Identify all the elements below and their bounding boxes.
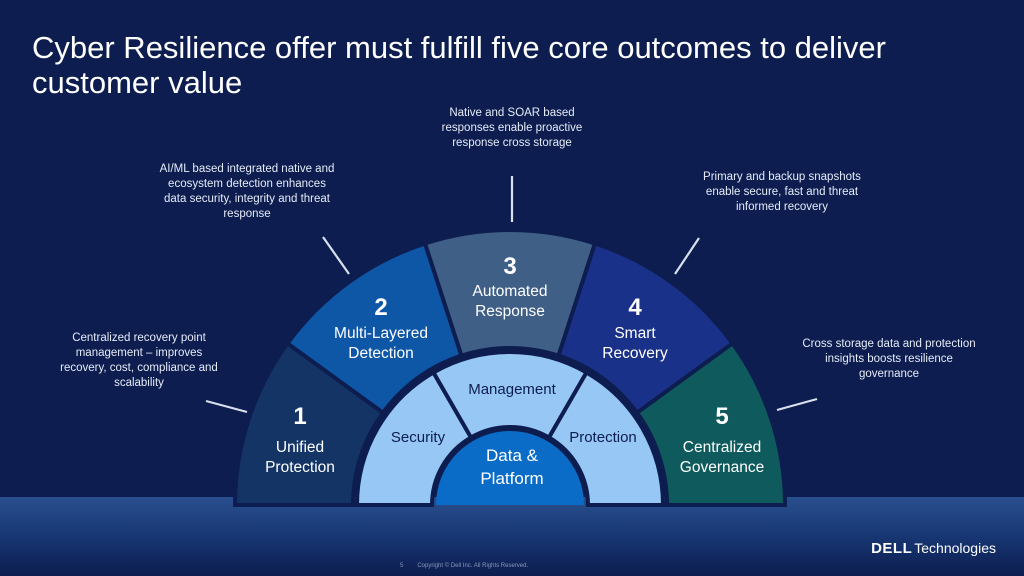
callout-connector-line-5 (776, 397, 818, 412)
outcome-segment-2 (284, 240, 465, 416)
outcome-label-line1-4: Smart (614, 325, 656, 342)
footer: 5 Copyright © Dell Inc. All Rights Reser… (400, 563, 640, 569)
inner-segment-security (354, 369, 474, 507)
outcome-number-3: 3 (503, 253, 516, 280)
outcome-label-line2-4: Recovery (602, 345, 668, 362)
callout-multi-layered-detection: AI/ML based integrated native and ecosys… (159, 163, 335, 220)
outcome-segment-4 (555, 240, 736, 416)
outcome-label-line1-3: Automated (473, 283, 548, 300)
callout-centralized-governance: Cross storage data and protection insigh… (802, 338, 976, 380)
page-number: 5 (400, 563, 404, 569)
logo-dell: DELL (871, 540, 913, 557)
outcome-number-1: 1 (293, 403, 306, 430)
callout-unified-protection: Centralized recovery point management – … (60, 332, 218, 389)
outcome-segment-3 (422, 228, 598, 359)
inner-label-security: Security (391, 429, 446, 446)
callout-connector-line-4 (674, 237, 700, 275)
slide-title: Cyber Resilience offer must fulfill five… (32, 30, 886, 100)
outcome-number-4: 4 (628, 294, 642, 321)
outcome-label-line2-5: Governance (680, 459, 764, 476)
outcome-label-line2-2: Detection (348, 345, 413, 362)
outcome-label-line1-1: Unified (276, 439, 324, 456)
dell-technologies-logo: DELL Technologies (871, 540, 996, 557)
outcome-label-line1-5: Centralized (683, 439, 761, 456)
core-data-platform (436, 431, 584, 505)
callout-connector-line-1 (205, 399, 248, 414)
inner-label-management: Management (468, 381, 556, 398)
core-label-line2: Platform (480, 469, 543, 488)
outcome-label-line2-1: Protection (265, 459, 335, 476)
inner-segment-management (430, 350, 590, 441)
logo-technologies: Technologies (914, 540, 996, 556)
callout-connector-line-2 (322, 236, 350, 275)
callout-automated-response: Native and SOAR based responses enable p… (441, 107, 583, 149)
copyright-text: Copyright © Dell Inc. All Rights Reserve… (417, 563, 529, 569)
outcome-number-5: 5 (715, 403, 728, 430)
outcome-label-line1-2: Multi-Layered (334, 325, 428, 342)
outcome-segment-1 (232, 340, 386, 507)
outcome-number-2: 2 (374, 294, 387, 321)
callout-smart-recovery: Primary and backup snapshots enable secu… (703, 171, 861, 213)
outcome-segment-5 (634, 340, 788, 507)
core-label-line1: Data & (486, 446, 539, 465)
inner-label-protection: Protection (569, 429, 637, 446)
inner-segment-protection (546, 369, 666, 507)
outcome-label-line2-3: Response (475, 303, 545, 320)
